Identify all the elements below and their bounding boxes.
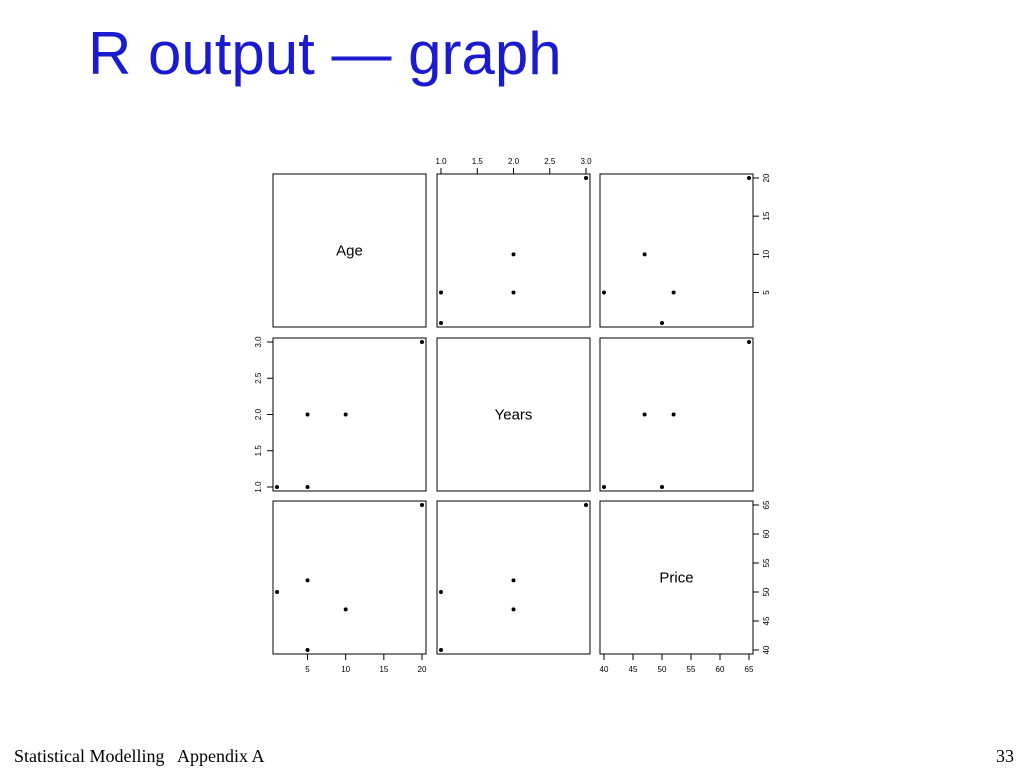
panel-years-price-point-2 <box>642 412 647 417</box>
panel-price-years-point-5 <box>439 590 443 594</box>
slide-title: R output — graph <box>88 20 562 87</box>
axis-top-years-tick-label-5: 3.0 <box>580 157 592 166</box>
panel-years-price-frame <box>599 337 754 492</box>
axis-top-years-tick-label-4: 2.5 <box>544 157 556 166</box>
panel-price-age-point-4 <box>305 648 310 652</box>
panel-years-price-point-5 <box>660 485 664 489</box>
axis-right-age-tick-label-4: 20 <box>762 173 771 182</box>
panel-age-age-frame <box>272 173 427 328</box>
diagonal-label-age: Age <box>336 243 363 260</box>
panel-years-age-point-1 <box>420 340 424 344</box>
panel-age-price-point-1 <box>747 176 751 180</box>
panel-years-age-point-5 <box>275 485 279 489</box>
panel-years-age-frame <box>272 337 427 492</box>
axis-bottom-price-tick-label-3: 50 <box>658 665 667 674</box>
panel-age-years-point-2 <box>511 252 516 257</box>
axis-bottom-age-tick-label-2: 10 <box>341 665 350 674</box>
panel-age-price-point-3 <box>671 290 676 295</box>
axis-right-price-tick-label-3: 50 <box>762 587 771 596</box>
axis-bottom-age-tick-label-1: 5 <box>305 665 310 674</box>
axis-bottom-price-tick-label-4: 55 <box>687 665 696 674</box>
panel-age-price-point-5 <box>660 321 664 325</box>
axis-bottom-price-tick-label-1: 40 <box>600 665 609 674</box>
panel-age-price-frame <box>599 173 754 328</box>
panel-price-years-frame <box>436 500 591 655</box>
footer-course-label: Statistical Modelling Appendix A <box>14 746 265 766</box>
axis-bottom-age-tick-label-4: 20 <box>418 665 427 674</box>
axis-left-years-tick-label-5: 3.0 <box>254 336 263 348</box>
panel-age-years-point-4 <box>439 290 443 295</box>
axis-right-price-tick-label-5: 60 <box>762 529 771 538</box>
panel-age-price-point-2 <box>642 252 647 257</box>
panel-price-age-point-1 <box>420 503 424 507</box>
panel-price-age-frame <box>272 500 427 655</box>
panel-price-age-point-5 <box>275 590 279 594</box>
axis-right-age-tick-label-3: 15 <box>762 211 771 220</box>
axis-right-age-tick-label-1: 5 <box>762 290 771 295</box>
axis-top-years-tick-label-1: 1.0 <box>435 157 447 166</box>
panel-years-price-point-1 <box>747 340 751 344</box>
axis-bottom-age-tick-label-3: 15 <box>379 665 388 674</box>
axis-right-price-tick-label-4: 55 <box>762 558 771 567</box>
page-number: 33 <box>996 746 1014 766</box>
panel-price-age-point-2 <box>343 607 348 612</box>
axis-right-price-tick-label-1: 40 <box>762 645 771 654</box>
panel-age-years-frame <box>436 173 591 328</box>
panel-years-age-point-3 <box>305 412 310 417</box>
panel-price-years-point-3 <box>511 578 516 583</box>
panel-age-years-point-1 <box>584 176 588 180</box>
panel-age-years-point-3 <box>511 290 516 295</box>
axis-right-price-tick-label-6: 65 <box>762 500 771 509</box>
panel-years-price-point-4 <box>602 485 606 489</box>
axis-left-years-tick-label-1: 1.0 <box>254 481 263 493</box>
panel-years-age-point-2 <box>343 412 348 417</box>
axis-left-years-tick-label-3: 2.0 <box>254 408 263 420</box>
panel-price-age-point-3 <box>305 578 310 583</box>
panel-years-years-frame <box>436 337 591 492</box>
axis-left-years-tick-label-4: 2.5 <box>254 372 263 384</box>
panel-age-price-point-4 <box>602 290 606 295</box>
panel-price-years-point-1 <box>584 503 588 507</box>
axis-top-years-tick-label-3: 2.0 <box>508 157 520 166</box>
panel-price-years-point-4 <box>439 648 443 652</box>
panel-age-years-point-5 <box>439 321 443 325</box>
panel-years-price-point-3 <box>671 412 676 417</box>
axis-top-years-tick-label-2: 1.5 <box>472 157 484 166</box>
axis-bottom-price-tick-label-5: 60 <box>716 665 725 674</box>
diagonal-label-years: Years <box>495 407 533 424</box>
diagonal-label-price: Price <box>659 570 693 587</box>
axis-right-age-tick-label-2: 10 <box>762 249 771 258</box>
axis-right-price-tick-label-2: 45 <box>762 616 771 625</box>
axis-bottom-price-tick-label-6: 65 <box>745 665 754 674</box>
axis-bottom-price-tick-label-2: 45 <box>629 665 638 674</box>
panel-years-age-point-4 <box>305 485 310 489</box>
axis-left-years-tick-label-2: 1.5 <box>254 445 263 457</box>
panel-price-years-point-2 <box>511 607 516 612</box>
